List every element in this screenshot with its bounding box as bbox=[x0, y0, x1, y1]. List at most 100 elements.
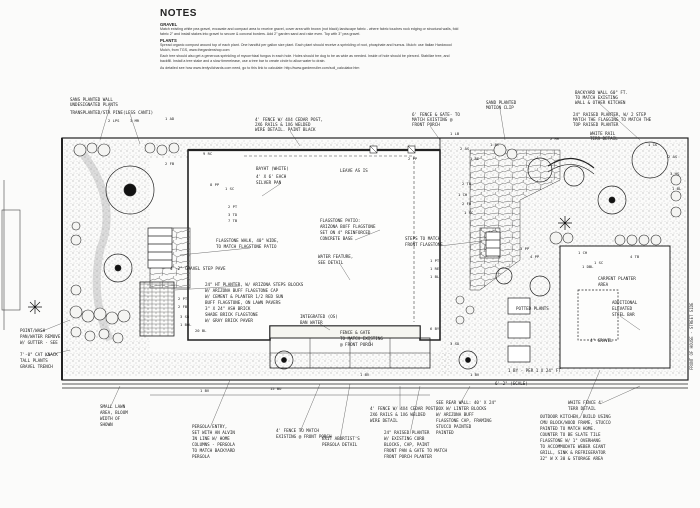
plant-code: 2 PP bbox=[408, 156, 418, 161]
callout-label: MATCH THE FLAGGING TO MATCH THE bbox=[573, 117, 652, 122]
neighbor-building bbox=[1, 209, 21, 311]
callout-label: COLUMNS - PERGOLA bbox=[192, 442, 235, 447]
tree-mid-left bbox=[103, 253, 133, 283]
callout-label: TALL PLANTS bbox=[20, 358, 48, 363]
street-side-label: FRONT OF HOUSE - STREET SIDE bbox=[689, 302, 694, 370]
plant-code: 2 AS bbox=[460, 146, 470, 151]
callout-label: SHADE BRICK FLAGSTONE bbox=[205, 312, 258, 317]
callout-label: ADDITIONAL bbox=[612, 300, 638, 305]
entry-steps bbox=[147, 227, 501, 269]
callout-label: SET WITH AN ALVIN bbox=[192, 430, 235, 435]
callout-label: 1 BY - PER 1 X 24" FT bbox=[508, 368, 561, 373]
shrub-masses bbox=[69, 142, 682, 344]
callout-label: LEAVE AS IS bbox=[340, 168, 368, 173]
raised-planter-1 bbox=[507, 297, 531, 315]
callout-label: SEE DETAIL bbox=[318, 260, 344, 265]
callout-label: STUCCO PAINTED bbox=[436, 424, 472, 429]
plant-code: 1 SC bbox=[594, 260, 603, 265]
plants-text: Spread organic compost around top of eac… bbox=[160, 43, 452, 52]
callout-label: WHITE FENCE 4' bbox=[568, 400, 603, 405]
callout-label: 4" GRAVEL bbox=[590, 338, 613, 343]
plants-heading: PLANTS bbox=[160, 38, 177, 44]
plant-code: 6 BY bbox=[430, 326, 440, 331]
raised-planter-3 bbox=[507, 345, 531, 363]
callout-label: FLAGSTONE WALK, 40" WIDE, bbox=[216, 238, 279, 243]
plant-code: 1 BL bbox=[430, 274, 440, 279]
gravel-heading: GRAVEL bbox=[160, 22, 178, 27]
callout-label: SANS PLANTED WALL bbox=[70, 97, 113, 102]
plant-code: 1 SC bbox=[225, 186, 234, 191]
tree-left-core bbox=[123, 183, 137, 197]
callout-label: TRANSPLANTED/STR PINE(LESS CANTI) bbox=[70, 110, 153, 115]
plant-code: 4 TB bbox=[630, 254, 640, 259]
plant-code: 3 HS bbox=[670, 171, 680, 176]
callout-label: FRONT FLAGSTONE bbox=[405, 242, 443, 247]
plant-code: 2 LPS bbox=[108, 118, 120, 123]
callout-label: PERGOLA bbox=[192, 454, 210, 459]
plant-code: 1 PT bbox=[430, 258, 440, 263]
tree-front-right bbox=[458, 350, 478, 370]
callout-label: SILVER PAN bbox=[256, 180, 282, 185]
plant-code: 1 CH bbox=[578, 250, 588, 255]
callout-label: MATCH EXISTING @ bbox=[412, 117, 453, 122]
callout-label: 4' X 6' EACH bbox=[256, 174, 287, 179]
callout-label: WATER FEATURE, bbox=[318, 254, 353, 259]
plant-code: 7 TB bbox=[228, 218, 238, 223]
callout-label: 2X6 RAILS & 1X6 WELDED bbox=[370, 412, 426, 417]
raised-planter-2 bbox=[507, 321, 531, 339]
callout-label: BOX W/ LINTER BLOCKS bbox=[436, 406, 487, 411]
callout-label: UNDESIGNATED PLANTS bbox=[70, 102, 118, 107]
callout-label: SET ON 4" REINFORCED bbox=[320, 230, 371, 235]
callout-label: SMALL LAWN bbox=[100, 404, 126, 409]
callout-label: AREA, BLOOM bbox=[100, 410, 128, 415]
callout-label: FLAGSTONE CAP, FRAMING bbox=[436, 418, 492, 423]
notes-block: NOTES GRAVEL Match existing white pea gr… bbox=[160, 8, 460, 70]
callout-label: FRONT PAN & GATE TO MATCH bbox=[384, 448, 448, 453]
callout-label: 4' FENCE W/ 4X4 CEDAR POST, bbox=[255, 117, 323, 122]
plant-code: 1 BOL bbox=[180, 322, 192, 327]
callout-label: WHITE RAIL bbox=[590, 131, 616, 136]
callout-label: TERR DETAIL bbox=[590, 136, 618, 141]
callout-label: BAYHT (WHITE) bbox=[256, 166, 289, 171]
callout-label: COUNTER TO BE SLATE TILE bbox=[540, 432, 601, 437]
plant-code: 15 BU bbox=[270, 386, 282, 391]
tree-front-left bbox=[274, 350, 294, 370]
callout-label: 4'-2" GRAVEL STEP PAVE bbox=[170, 266, 226, 271]
callout-label: SAND PLANTED bbox=[486, 100, 517, 105]
callout-label: TO MATCH EXISTING bbox=[575, 95, 618, 100]
callout-label: 6' FENCE & GATE- TO bbox=[412, 112, 460, 117]
callout-label: FENCE & GATE bbox=[340, 330, 371, 335]
callout-label: PAINTED bbox=[436, 430, 454, 435]
callout-label: STEPS TO MATCH bbox=[405, 236, 441, 241]
callout-label: W/ EXISTING CURB bbox=[384, 436, 425, 441]
callout-label: INTEGRATED (OS) bbox=[300, 314, 338, 319]
tree-right-patio-core bbox=[608, 196, 616, 204]
callout-label: 3" X 24" ASH BRICK bbox=[205, 306, 251, 311]
callout-label: BUFF FLAGSTONE, ON LAWN PAVERS bbox=[205, 300, 281, 305]
callout-label: FRONT PORCH bbox=[412, 122, 440, 127]
plant-code: 1 RE bbox=[470, 156, 480, 161]
callout-label: FRONT PORCH PLANTER bbox=[384, 454, 432, 459]
plant-code: 9 RC bbox=[203, 151, 212, 156]
callout-label: EXISTING @ FRONT PORCH bbox=[276, 434, 332, 439]
tree-mid-left-core bbox=[114, 264, 122, 272]
plant-code: 3 PP bbox=[520, 246, 530, 251]
callout-label: 24" RAISED PLANTER bbox=[384, 430, 430, 435]
callout-label: CONCRETE BASE bbox=[320, 236, 353, 241]
callout-label: ELEVATED bbox=[612, 306, 633, 311]
callout-label: W/ CEMENT & PLANTER 1/2 RED SUN bbox=[205, 294, 284, 299]
callout-label: 24" HT PLANTER, W/ ARIZONA STEPS BLOCKS bbox=[205, 282, 304, 287]
callout-label: CARPENT PLANTER bbox=[598, 276, 636, 281]
plant-code: 2 MR bbox=[550, 136, 560, 141]
calculator-link-text: As detailed see how www.tenlyvilchards.c… bbox=[160, 65, 360, 70]
plant-code: 4 PP bbox=[530, 254, 540, 259]
callout-label: STEEL BAR bbox=[612, 312, 635, 317]
brick-paver-entry bbox=[139, 281, 175, 337]
callout-label: WIRE DETAIL bbox=[370, 418, 398, 423]
gravel-area-bottom bbox=[150, 352, 450, 376]
callout-label: PAINTED TO MATCH HOME. bbox=[540, 426, 595, 431]
callout-label: POINT/WASH bbox=[20, 328, 46, 333]
trees bbox=[103, 141, 669, 370]
